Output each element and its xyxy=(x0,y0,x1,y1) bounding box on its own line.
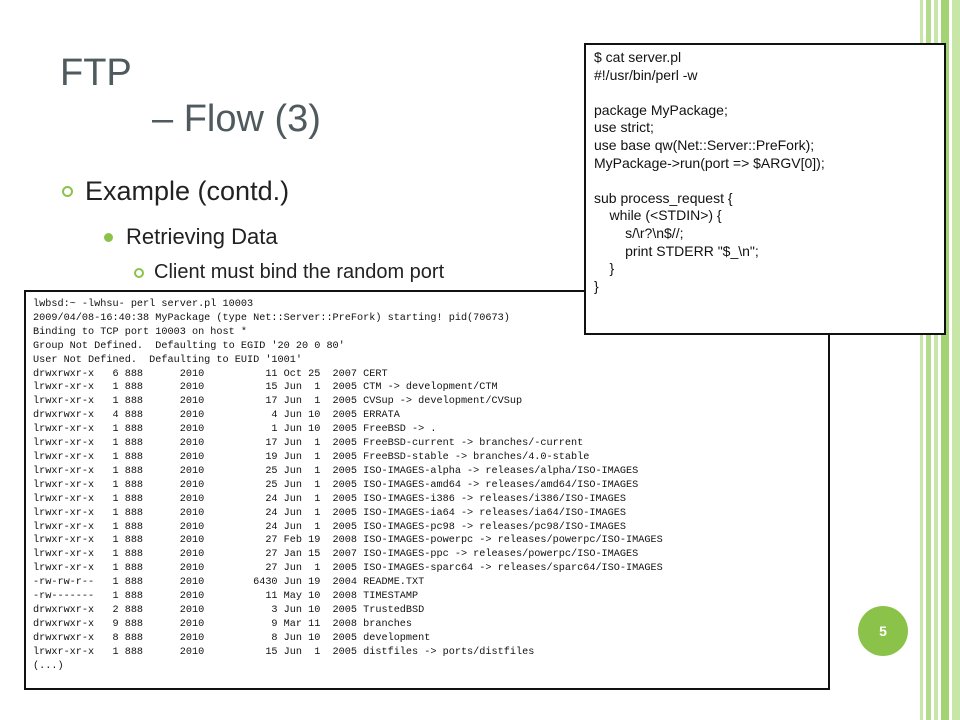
code-listing-box: $ cat server.pl #!/usr/bin/perl -w packa… xyxy=(584,43,946,335)
code-line: use base qw(Net::Server::PreFork); xyxy=(594,136,815,153)
terminal-line: drwxrwxr-x 8 888 2010 8 Jun 10 2005 deve… xyxy=(33,632,431,644)
ring-bullet-icon xyxy=(134,267,144,278)
dot-bullet-icon xyxy=(104,232,113,242)
decor-stripe xyxy=(920,0,923,720)
terminal-line: lrwxr-xr-x 1 888 2010 27 Jun 1 2005 ISO-… xyxy=(33,563,663,575)
bullet-level2-text: Retrieving Data xyxy=(126,224,278,249)
decor-stripe xyxy=(926,0,931,720)
terminal-line: lrwxr-xr-x 1 888 2010 24 Jun 1 2005 ISO-… xyxy=(33,507,627,519)
decor-stripe xyxy=(952,0,960,720)
terminal-line: lwbsd:~ -lwhsu- perl server.pl 10003 xyxy=(33,299,254,310)
terminal-line: lrwxr-xr-x 1 888 2010 1 Jun 10 2005 Free… xyxy=(33,424,437,436)
terminal-line: -rw------- 1 888 2010 11 May 10 2008 TIM… xyxy=(33,591,419,603)
terminal-line: drwxrwxr-x 9 888 2010 9 Mar 11 2008 bran… xyxy=(33,618,413,630)
code-listing-text: $ cat server.pl #!/usr/bin/perl -w packa… xyxy=(594,49,936,295)
decor-stripe xyxy=(934,0,938,720)
terminal-line: lrwxr-xr-x 1 888 2010 24 Jun 1 2005 ISO-… xyxy=(33,493,627,505)
ring-bullet-icon xyxy=(62,186,73,197)
terminal-line: -rw-rw-r-- 1 888 2010 6430 Jun 19 2004 R… xyxy=(33,577,425,589)
terminal-line: drwxrwxr-x 4 888 2010 4 Jun 10 2005 ERRA… xyxy=(33,410,400,422)
decor-stripe xyxy=(941,0,949,720)
bullet-level3: Client must bind the random port xyxy=(134,261,444,284)
terminal-line: lrwxr-xr-x 1 888 2010 19 Jun 1 2005 Free… xyxy=(33,451,590,463)
terminal-line: (...) xyxy=(33,660,64,672)
terminal-line: User Not Defined. Defaulting to EUID '10… xyxy=(33,354,302,366)
terminal-line: lrwxr-xr-x 1 888 2010 15 Jun 1 2005 CTM … xyxy=(33,382,498,394)
terminal-line: lrwxr-xr-x 1 888 2010 25 Jun 1 2005 ISO-… xyxy=(33,479,639,491)
terminal-line: lrwxr-xr-x 1 888 2010 25 Jun 1 2005 ISO-… xyxy=(33,465,639,477)
code-line: MyPackage->run(port => $ARGV[0]); xyxy=(594,154,825,171)
code-line: use strict; xyxy=(594,119,654,136)
terminal-line: lrwxr-xr-x 1 888 2010 15 Jun 1 2005 dist… xyxy=(33,646,535,658)
code-line: } xyxy=(594,277,599,294)
terminal-line: Group Not Defined. Defaulting to EGID '2… xyxy=(33,340,345,352)
terminal-line: drwxrwxr-x 2 888 2010 3 Jun 10 2005 Trus… xyxy=(33,604,425,616)
page-number-badge: 5 xyxy=(858,606,908,656)
bullet-level1: Example (contd.) xyxy=(62,176,289,207)
slide-title: FTP xyxy=(60,52,132,94)
terminal-line: lrwxr-xr-x 1 888 2010 17 Jun 1 2005 CVSu… xyxy=(33,396,523,408)
terminal-line: lrwxr-xr-x 1 888 2010 24 Jun 1 2005 ISO-… xyxy=(33,521,627,533)
terminal-line: lrwxr-xr-x 1 888 2010 27 Jan 15 2007 ISO… xyxy=(33,549,639,561)
terminal-line: Binding to TCP port 10003 on host * xyxy=(33,326,247,338)
code-line: $ cat server.pl xyxy=(594,49,682,65)
code-line: print STDERR "$_\n"; xyxy=(625,242,759,259)
slide-subtitle: – Flow (3) xyxy=(152,98,321,140)
code-line: #!/usr/bin/perl -w xyxy=(594,66,698,83)
code-line: sub process_request { xyxy=(594,189,733,206)
code-line: package MyPackage; xyxy=(594,101,728,118)
code-line: } xyxy=(609,260,615,277)
terminal-line: lrwxr-xr-x 1 888 2010 27 Feb 19 2008 ISO… xyxy=(33,535,663,547)
terminal-line: drwxrwxr-x 6 888 2010 11 Oct 25 2007 CER… xyxy=(33,368,388,380)
terminal-output-text: lwbsd:~ -lwhsu- perl server.pl 10003 200… xyxy=(33,298,821,673)
code-line: while (<STDIN>) { xyxy=(609,207,722,224)
bullet-level1-text: Example (contd.) xyxy=(85,176,290,206)
terminal-line: lrwxr-xr-x 1 888 2010 17 Jun 1 2005 Free… xyxy=(33,438,584,450)
bullet-level2: Retrieving Data xyxy=(104,224,278,250)
terminal-line: 2009/04/08-16:40:38 MyPackage (type Net:… xyxy=(33,312,510,324)
bullet-level3-text: Client must bind the random port xyxy=(154,261,445,283)
terminal-output-box: lwbsd:~ -lwhsu- perl server.pl 10003 200… xyxy=(24,290,830,690)
code-line: s/\r?\n$//; xyxy=(625,224,684,241)
